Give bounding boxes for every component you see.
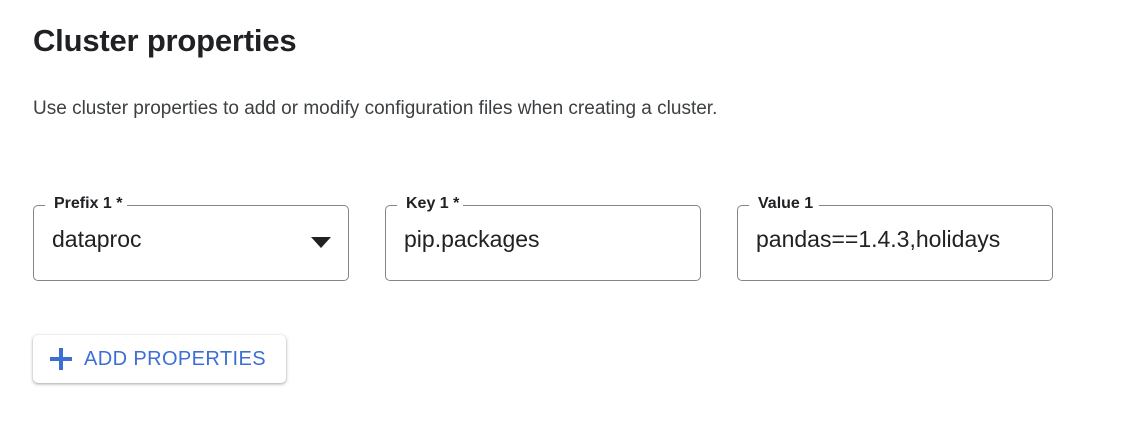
prefix-field-label: Prefix 1 * xyxy=(50,194,127,214)
cluster-properties-row: Prefix 1 * dataproc Key 1 * pip.packages… xyxy=(0,186,1122,296)
add-properties-button[interactable]: ADD PROPERTIES xyxy=(33,335,286,383)
page-description: Use cluster properties to add or modify … xyxy=(33,98,718,119)
value-field[interactable]: Value 1 pandas==1.4.3,holidays xyxy=(737,194,1053,281)
prefix-field-value[interactable]: dataproc xyxy=(52,226,142,252)
prefix-field[interactable]: Prefix 1 * dataproc xyxy=(33,194,349,281)
page-title: Cluster properties xyxy=(33,23,297,58)
chevron-down-icon[interactable] xyxy=(311,237,331,248)
key-field-label: Key 1 * xyxy=(402,194,464,214)
value-field-value[interactable]: pandas==1.4.3,holidays xyxy=(756,226,1001,252)
add-properties-label: ADD PROPERTIES xyxy=(84,347,266,370)
key-field[interactable]: Key 1 * pip.packages xyxy=(385,194,701,281)
plus-icon xyxy=(50,348,72,370)
value-field-label: Value 1 xyxy=(754,194,818,214)
key-field-value[interactable]: pip.packages xyxy=(404,226,540,252)
